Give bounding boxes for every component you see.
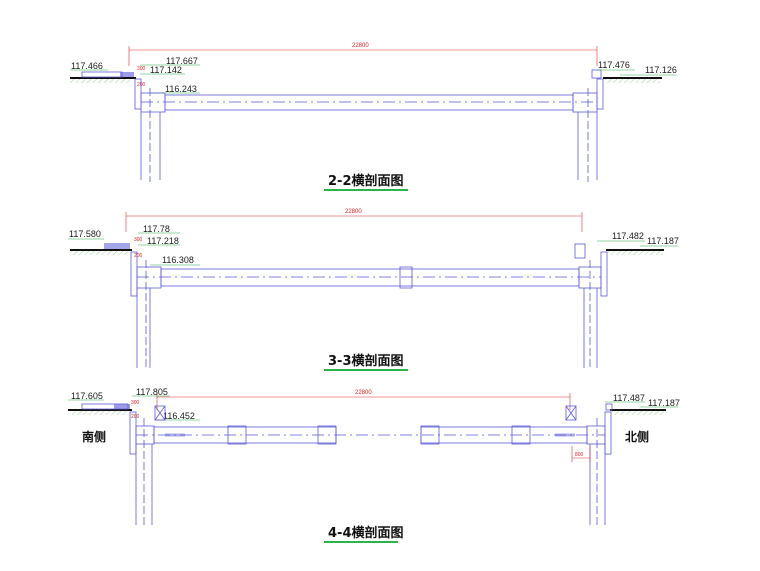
elev-right-a: 117.487 <box>613 393 645 403</box>
left-ground <box>68 403 132 415</box>
girder-structure <box>134 78 604 182</box>
small-dim-300: 300 <box>134 237 143 243</box>
section-title: 2-2横剖面图 <box>328 173 404 189</box>
side-label-south: 南侧 <box>82 429 106 444</box>
span-label: 22800 <box>352 43 369 49</box>
section-title: 4-4横剖面图 <box>328 525 404 541</box>
elev-right-a: 117.482 <box>612 231 644 241</box>
small-dim-300: 300 <box>137 66 146 72</box>
elev-left-a: 117.805 <box>136 387 168 397</box>
elev-left-top: 117.466 <box>71 61 103 71</box>
section-3-3: 22800 117.580 117.78 117.218 300 200 116… <box>68 209 679 371</box>
right-ground <box>591 69 662 83</box>
elev-right-a: 117.476 <box>598 60 630 70</box>
elev-beam: 116.308 <box>162 255 194 265</box>
section-4-4: 22800 117.605 117.805 300 200 116.452 南侧… <box>68 387 680 543</box>
section-title: 3-3横剖面图 <box>328 353 404 369</box>
right-ground <box>605 403 666 415</box>
small-dim-300: 300 <box>131 400 140 406</box>
elev-beam: 116.243 <box>165 84 197 94</box>
elev-beam: 116.452 <box>163 411 195 421</box>
right-ground <box>606 249 664 255</box>
elev-left-a: 117.78 <box>143 224 170 234</box>
bottom-dimension <box>571 446 591 462</box>
span-label: 22800 <box>345 209 362 215</box>
side-label-north: 北侧 <box>625 429 649 444</box>
girder-structure <box>130 243 608 370</box>
small-dim-200: 200 <box>134 253 143 259</box>
span-label: 22800 <box>355 390 372 396</box>
left-ground <box>70 243 132 255</box>
span-dimension <box>125 212 583 232</box>
elev-left-top: 117.580 <box>69 229 101 239</box>
left-ground <box>70 71 136 83</box>
girder-structure <box>129 405 612 528</box>
elev-left-b: 117.218 <box>147 236 179 246</box>
small-dim-200: 200 <box>131 414 140 420</box>
elev-right-b: 117.187 <box>647 236 679 246</box>
dim-800: 800 <box>575 452 584 458</box>
elev-left-b: 117.142 <box>150 65 182 75</box>
elev-left-a: 117.667 <box>166 56 198 66</box>
elev-right-b: 117.187 <box>648 398 680 408</box>
elev-right-b: 117.126 <box>645 65 677 75</box>
span-dimension <box>128 46 598 66</box>
section-2-2: 22800 117.466 117.667 117.142 300 200 11… <box>70 43 677 191</box>
elev-left-top: 117.605 <box>71 391 103 401</box>
